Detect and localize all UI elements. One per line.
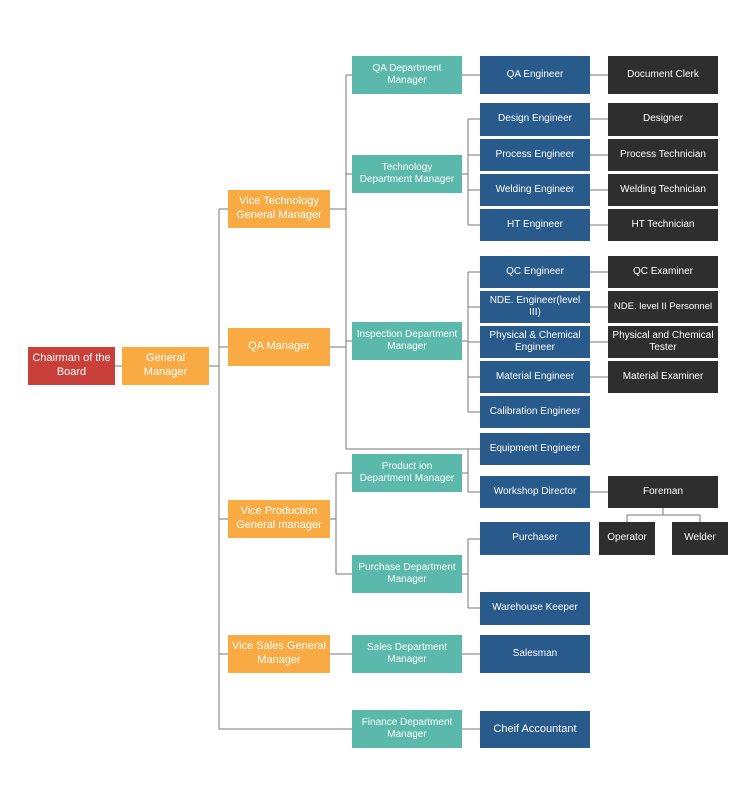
qa-manager-label: QA Manager (248, 340, 310, 353)
welding-technician-label: Welding Technician (620, 183, 706, 195)
qa-department-manager-label: QA Department Manager (372, 62, 442, 87)
vice-technology-gm-label: Vice Technology General Manager (236, 195, 322, 221)
process-technician-label: Process Technician (620, 148, 706, 160)
nde-personnel-label: NDE. level II Personnel (613, 301, 713, 313)
purchaser-box: Purchaser (480, 522, 590, 555)
qc-examiner-label: QC Examiner (632, 265, 693, 277)
production-department-manager-box: Product ion Department Manager (352, 454, 462, 492)
qa-manager-box: QA Manager (228, 328, 330, 366)
chairman-label: Chairman of the Board (32, 352, 111, 378)
chairman-box: Chairman of the Board (28, 347, 115, 385)
vice-sales-gm-label: Vice Sales General Manager (232, 640, 326, 666)
nde-engineer-label: NDE. Engineer(level III) (489, 294, 581, 319)
nde-personnel-box: NDE. level II Personnel (608, 291, 718, 323)
physical-chemical-engineer-box: Physical & Chemical Engineer (480, 326, 590, 358)
finance-department-manager-label: Finance Department Manager (361, 716, 453, 741)
operator-label: Operator (607, 532, 647, 544)
finance-department-manager-box: Finance Department Manager (352, 710, 462, 748)
welding-engineer-box: Welding Engineer (480, 174, 590, 206)
warehouse-keeper-label: Warehouse Keeper (492, 602, 578, 614)
material-examiner-box: Material Examiner (608, 361, 718, 393)
foreman-label: Foreman (642, 485, 683, 497)
process-engineer-label: Process Engineer (495, 148, 575, 160)
purchase-department-manager-box: Purchase Department Manager (352, 555, 462, 593)
ht-engineer-box: HT Engineer (480, 209, 590, 241)
qc-engineer-box: QC Engineer (480, 256, 590, 288)
salesman-box: Salesman (480, 635, 590, 673)
designer-label: Designer (642, 113, 684, 125)
calibration-engineer-label: Calibration Engineer (489, 405, 581, 417)
material-engineer-label: Material Engineer (495, 370, 575, 382)
qc-engineer-label: QC Engineer (506, 265, 564, 277)
ht-technician-label: HT Technician (631, 218, 695, 230)
equipment-engineer-label: Equipment Engineer (489, 442, 581, 454)
workshop-director-label: Workshop Director (493, 485, 577, 497)
warehouse-keeper-box: Warehouse Keeper (480, 592, 590, 625)
vice-production-gm-label: Vice Production General manager (236, 505, 322, 531)
general-manager-label: General Manager (143, 352, 188, 378)
material-examiner-label: Material Examiner (622, 370, 704, 382)
welding-technician-box: Welding Technician (608, 174, 718, 206)
design-engineer-box: Design Engineer (480, 103, 590, 136)
document-clerk-box: Document Clerk (608, 56, 718, 94)
process-technician-box: Process Technician (608, 139, 718, 171)
physical-chemical-engineer-label: Physical & Chemical Engineer (489, 329, 581, 354)
vice-production-gm-box: Vice Production General manager (228, 500, 330, 538)
equipment-engineer-box: Equipment Engineer (480, 433, 590, 465)
technology-department-manager-box: Technology Department Manager (352, 155, 462, 193)
production-department-manager-label: Product ion Department Manager (359, 460, 455, 485)
workshop-director-box: Workshop Director (480, 476, 590, 508)
salesman-label: Salesman (512, 647, 558, 659)
qa-engineer-box: QA Engineer (480, 56, 590, 94)
process-engineer-box: Process Engineer (480, 139, 590, 171)
qc-examiner-box: QC Examiner (608, 256, 718, 288)
qa-engineer-label: QA Engineer (506, 68, 564, 80)
inspection-department-manager-label: Inspection Department Manager (356, 328, 458, 353)
general-manager-box: General Manager (122, 347, 209, 385)
qa-department-manager-box: QA Department Manager (352, 56, 462, 94)
ht-technician-box: HT Technician (608, 209, 718, 241)
sales-department-manager-box: Sales Department Manager (352, 635, 462, 673)
welder-label: Welder (684, 532, 716, 544)
welder-box: Welder (672, 522, 728, 555)
chief-accountant-box: Cheif Accountant (480, 711, 590, 748)
purchase-department-manager-label: Purchase Department Manager (358, 561, 456, 586)
operator-box: Operator (599, 522, 655, 555)
technology-department-manager-label: Technology Department Manager (359, 161, 455, 186)
vice-sales-gm-box: Vice Sales General Manager (228, 635, 330, 673)
physical-chemical-tester-label: Physical and Chemical Tester (612, 329, 714, 354)
foreman-box: Foreman (608, 476, 718, 508)
inspection-department-manager-box: Inspection Department Manager (352, 322, 462, 360)
document-clerk-label: Document Clerk (627, 68, 699, 80)
chief-accountant-label: Cheif Accountant (493, 722, 577, 735)
designer-box: Designer (608, 103, 718, 136)
design-engineer-label: Design Engineer (498, 113, 572, 125)
ht-engineer-label: HT Engineer (507, 218, 563, 230)
welding-engineer-label: Welding Engineer (495, 183, 575, 195)
material-engineer-box: Material Engineer (480, 361, 590, 393)
vice-technology-gm-box: Vice Technology General Manager (228, 190, 330, 228)
nde-engineer-box: NDE. Engineer(level III) (480, 291, 590, 323)
purchaser-label: Purchaser (512, 532, 558, 544)
physical-chemical-tester-box: Physical and Chemical Tester (608, 326, 718, 358)
sales-department-manager-label: Sales Department Manager (366, 641, 448, 666)
calibration-engineer-box: Calibration Engineer (480, 396, 590, 428)
